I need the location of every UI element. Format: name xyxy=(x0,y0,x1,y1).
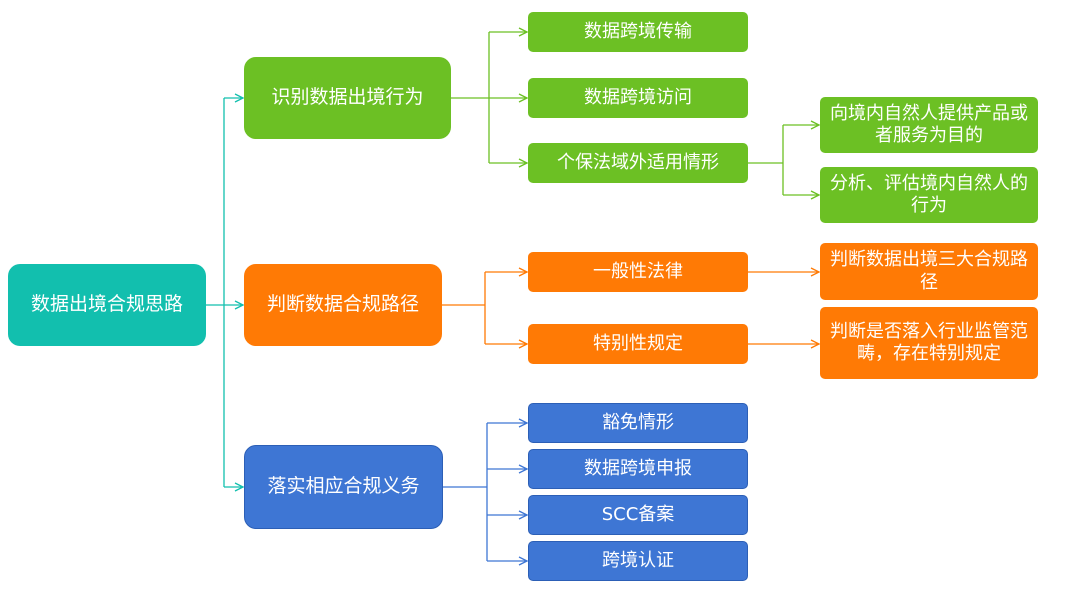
note-three-paths: 判断数据出境三大合规路径 xyxy=(820,243,1038,300)
leaf-extraterritorial: 个保法域外适用情形 xyxy=(528,143,748,183)
leaf-label: 个保法域外适用情形 xyxy=(557,151,719,173)
leaf-label: 数据跨境传输 xyxy=(584,20,692,42)
leaf-label: 豁免情形 xyxy=(602,411,674,433)
note-analyze-behavior: 分析、评估境内自然人的行为 xyxy=(820,167,1038,223)
leaf-label: 数据跨境访问 xyxy=(584,86,692,108)
leaf-cross-border-access: 数据跨境访问 xyxy=(528,78,748,118)
leaf-declaration: 数据跨境申报 xyxy=(528,449,748,489)
leaf-label: 特别性规定 xyxy=(593,332,683,354)
branch-obligations-label: 落实相应合规义务 xyxy=(267,475,420,498)
root-connectors xyxy=(205,98,243,487)
note-label: 判断数据出境三大合规路径 xyxy=(830,249,1028,293)
branch-obligations-node: 落实相应合规义务 xyxy=(244,445,443,529)
leaf-label: 数据跨境申报 xyxy=(584,457,692,479)
root-node: 数据出境合规思路 xyxy=(8,264,206,346)
leaf-cross-border-transfer: 数据跨境传输 xyxy=(528,12,748,52)
leaf-exemption: 豁免情形 xyxy=(528,403,748,443)
leaf-label: 跨境认证 xyxy=(602,549,674,571)
leaf-general-law: 一般性法律 xyxy=(528,252,748,292)
root-label: 数据出境合规思路 xyxy=(30,293,183,316)
branch2-connectors xyxy=(441,272,819,344)
branch-path-label: 判断数据合规路径 xyxy=(266,293,419,316)
branch3-connectors xyxy=(443,423,527,561)
leaf-label: 一般性法律 xyxy=(593,260,683,282)
note-industry-regulation: 判断是否落入行业监管范畴，存在特别规定 xyxy=(820,307,1038,379)
leaf-certification: 跨境认证 xyxy=(528,541,748,581)
note-label: 判断是否落入行业监管范畴，存在特别规定 xyxy=(830,320,1028,365)
branch-identify-label: 识别数据出境行为 xyxy=(271,86,424,109)
note-provide-products: 向境内自然人提供产品或者服务为目的 xyxy=(820,97,1038,153)
leaf-label: SCC备案 xyxy=(601,503,675,525)
note-label: 分析、评估境内自然人的行为 xyxy=(830,172,1028,217)
branch1-connectors xyxy=(451,32,819,195)
leaf-scc-filing: SCC备案 xyxy=(528,495,748,535)
branch-path-node: 判断数据合规路径 xyxy=(244,264,442,346)
leaf-special-rules: 特别性规定 xyxy=(528,324,748,364)
branch-identify-node: 识别数据出境行为 xyxy=(244,57,451,139)
note-label: 向境内自然人提供产品或者服务为目的 xyxy=(830,102,1028,147)
